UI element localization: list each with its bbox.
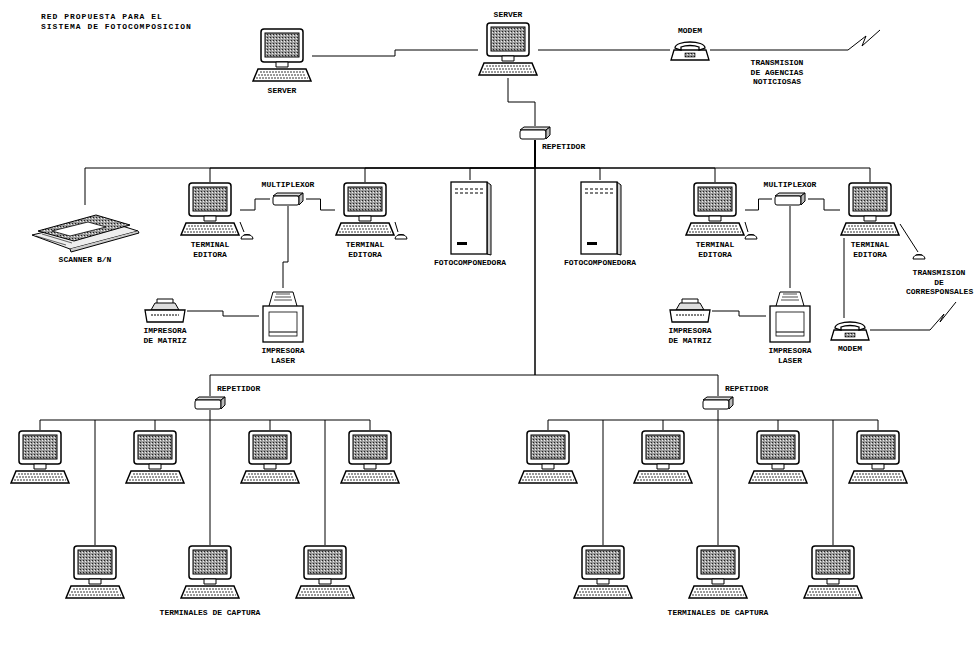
multiplexer-box: MULTIPLEXOR	[270, 192, 306, 206]
device-icon	[252, 28, 312, 84]
network-cable	[210, 140, 535, 182]
editor-terminal: TERMINAL EDITORA	[180, 182, 240, 238]
device-icon	[830, 318, 870, 342]
device-caption: REPETIDOR	[724, 384, 769, 394]
device-icon	[668, 298, 712, 324]
network-cable	[312, 50, 478, 56]
device-caption: MULTIPLEXOR	[763, 180, 818, 190]
device-caption: IMPRESORA DE MATRIZ	[138, 326, 192, 345]
device-icon	[670, 38, 710, 62]
device-icon	[577, 180, 623, 256]
network-cable	[535, 140, 715, 182]
network-cable	[790, 206, 791, 288]
matrix-printer: IMPRESORA DE MATRIZ	[143, 298, 187, 324]
device-icon	[30, 205, 140, 253]
server-computer: SERVER	[478, 22, 538, 78]
device-caption: TERMINAL EDITORA	[185, 240, 235, 259]
network-cable	[470, 140, 535, 180]
network-cable	[745, 199, 772, 210]
device-caption: TERMINAL EDITORA	[340, 240, 390, 259]
device-icon	[143, 298, 187, 324]
device-caption: TERMINAL EDITORA	[845, 240, 895, 259]
network-cable	[187, 311, 259, 316]
laser-printer: IMPRESORA LASER	[766, 288, 814, 344]
network-cable	[365, 140, 535, 182]
annotation-label: TERMINALES DE CAPTURA	[667, 608, 770, 618]
network-cable	[535, 140, 718, 396]
device-icon	[478, 22, 538, 78]
device-caption: IMPRESORA LASER	[256, 346, 310, 365]
editor-terminal: TERMINAL EDITORA	[685, 182, 745, 238]
device-icon	[259, 288, 307, 344]
device-caption: MODEM	[677, 26, 703, 36]
device-caption: MULTIPLEXOR	[261, 180, 316, 190]
network-cable	[306, 199, 335, 210]
network-cable	[535, 140, 600, 180]
annotation-label: TERMINALES DE CAPTURA	[159, 608, 262, 618]
device-icon	[192, 396, 228, 410]
device-icon	[685, 182, 745, 238]
device-caption: TERMINAL EDITORA	[690, 240, 740, 259]
network-cable	[535, 140, 870, 182]
phototypesetter: FOTOCOMPONEDORA	[447, 180, 493, 256]
device-icon	[335, 182, 395, 238]
network-cable	[712, 311, 766, 316]
device-caption: MODEM	[837, 344, 863, 354]
device-icon	[766, 288, 814, 344]
laser-printer: IMPRESORA LASER	[259, 288, 307, 344]
scanner-device: SCANNER B/N	[30, 205, 140, 253]
device-icon	[180, 182, 240, 238]
device-icon	[447, 180, 493, 256]
device-caption: IMPRESORA LASER	[763, 346, 817, 365]
device-caption: SCANNER B/N	[58, 255, 113, 265]
network-cable	[508, 78, 535, 126]
repeater-box: REPETIDOR	[517, 126, 553, 140]
device-caption: SERVER	[267, 86, 298, 96]
server-computer: SERVER	[252, 28, 312, 84]
editor-terminal: TERMINAL EDITORA	[840, 182, 900, 238]
device-caption: SERVER	[493, 10, 524, 20]
network-cable	[538, 50, 670, 51]
device-caption: REPETIDOR	[541, 142, 586, 152]
device-icon	[270, 192, 306, 206]
network-cable	[210, 140, 535, 396]
device-icon	[517, 126, 553, 140]
annotation-label: TRANSMISION DE AGENCIAS NOTICIOSAS	[745, 58, 809, 87]
device-caption: IMPRESORA DE MATRIZ	[663, 326, 717, 345]
modem-device: MODEM	[830, 318, 870, 342]
network-cable	[808, 199, 840, 210]
device-icon	[772, 192, 808, 206]
device-caption: FOTOCOMPONEDORA	[563, 258, 637, 268]
diagram-title: RED PROPUESTA PARA EL SISTEMA DE FOTOCOM…	[40, 12, 207, 31]
device-icon	[840, 182, 900, 238]
modem-device: MODEM	[670, 38, 710, 62]
device-caption: REPETIDOR	[216, 384, 261, 394]
repeater-box: REPETIDOR	[700, 396, 736, 410]
multiplexer-box: MULTIPLEXOR	[772, 192, 808, 206]
device-caption: FOTOCOMPONEDORA	[433, 258, 507, 268]
network-cable	[283, 206, 288, 288]
repeater-box: REPETIDOR	[192, 396, 228, 410]
editor-terminal: TERMINAL EDITORA	[335, 182, 395, 238]
device-icon	[700, 396, 736, 410]
matrix-printer: IMPRESORA DE MATRIZ	[668, 298, 712, 324]
phototypesetter: FOTOCOMPONEDORA	[577, 180, 623, 256]
network-cable	[240, 199, 270, 210]
annotation-label: TRANSMISION DE CORRESPONSALES	[905, 268, 973, 297]
